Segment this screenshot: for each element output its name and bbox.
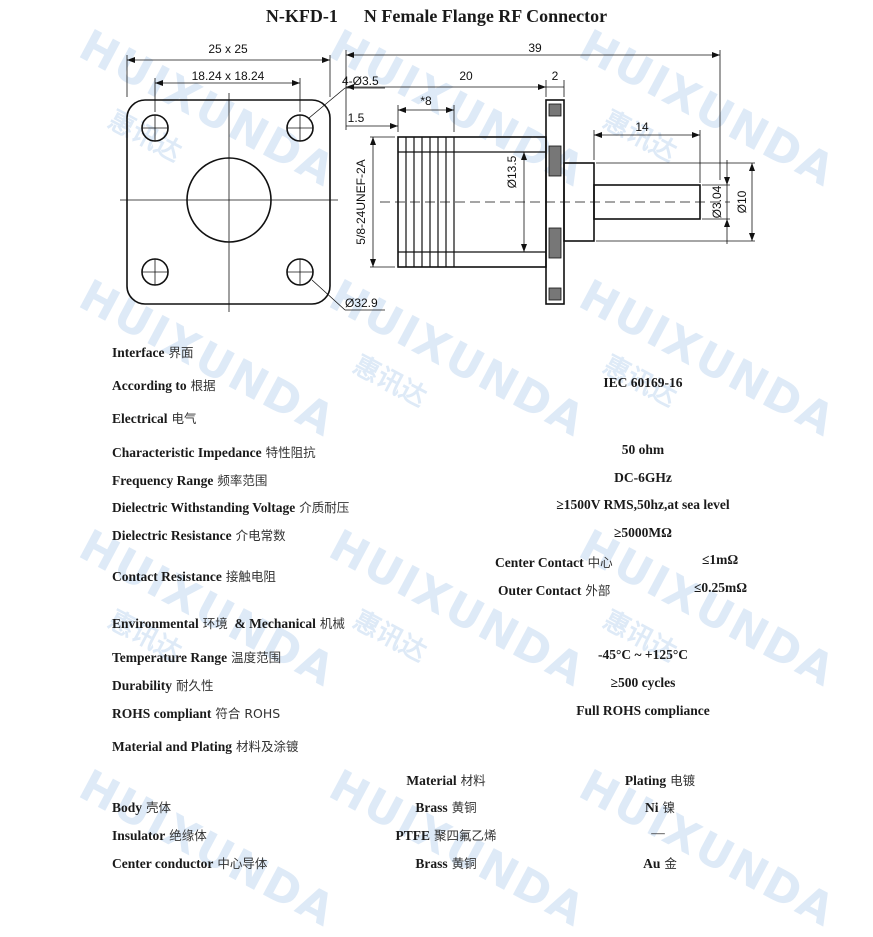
dim-holes: 4-Ø3.5: [342, 74, 379, 88]
plating-cell: —: [651, 825, 665, 840]
value-outer-contact: ≤0.25mΩ: [694, 580, 748, 595]
dim-pin-dia: Ø3.04: [710, 185, 724, 218]
dim-flange-outer: 25 x 25: [208, 42, 248, 56]
value-withstanding: ≥1500V RMS,50hz,at sea level: [556, 497, 730, 512]
page-title: N-KFD-1 N Female Flange RF Connector: [0, 6, 873, 27]
value-temperature: -45°C ~ +125°C: [597, 647, 688, 662]
dim-flange-dia: Ø32.9: [345, 296, 378, 310]
dim-body-len: 20: [459, 69, 473, 83]
watermark-cn: 惠讯达: [348, 350, 432, 414]
watermark-cn: 惠讯达: [348, 605, 432, 669]
dim-hole-spacing: 18.24 x 18.24: [192, 69, 265, 83]
watermark-text: HUIXUNDA: [71, 520, 344, 698]
value-dielectric-resistance: ≥5000MΩ: [614, 525, 672, 540]
value-center-contact: ≤1mΩ: [702, 552, 739, 567]
watermark-text: HUIXUNDA: [571, 520, 844, 698]
value-rohs: Full ROHS compliance: [576, 703, 710, 718]
value-durability: ≥500 cycles: [610, 675, 676, 690]
dim-flange-thick: 2: [552, 69, 559, 83]
watermark-text: HUIXUNDA: [321, 520, 594, 698]
value-frequency: DC-6GHz: [614, 470, 672, 485]
value-impedance: 50 ohm: [621, 442, 665, 457]
dim-pin-len: 14: [635, 120, 649, 134]
dim-front-step: 1.5: [348, 111, 365, 125]
flange-outline: [126, 99, 331, 305]
dim-thread: 5/8-24UNEF-2A: [354, 159, 368, 244]
value-according-to: IEC 60169-16: [603, 375, 683, 390]
dim-inner-dia: Ø13.5: [505, 155, 519, 188]
dim-rear-dia: Ø10: [735, 190, 749, 213]
dim-thread-len: *8: [420, 94, 432, 108]
product-name: N Female Flange RF Connector: [363, 6, 608, 26]
model-number: N-KFD-1: [265, 6, 338, 26]
dim-overall: 39: [528, 41, 542, 55]
technical-drawing: 25 x 25 18.24 x 18.24 4-Ø3.5 Ø32.9 39 20…: [120, 41, 755, 312]
watermark-text: HUIXUNDA: [71, 760, 344, 937]
